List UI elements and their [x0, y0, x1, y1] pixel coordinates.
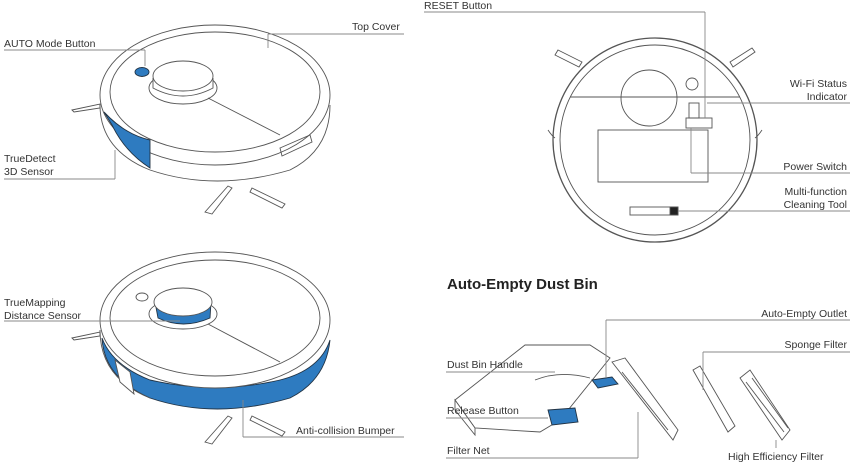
label-auto-mode-button: AUTO Mode Button: [4, 38, 96, 50]
dust-bin-title: Auto-Empty Dust Bin: [447, 276, 598, 293]
label-top-cover: Top Cover: [352, 21, 400, 33]
robot-bottom-illustration: [547, 37, 763, 243]
label-handle: Dust Bin Handle: [447, 359, 523, 371]
label-tool-line1: Multi-function: [784, 186, 847, 198]
label-sponge-filter: Sponge Filter: [784, 339, 847, 351]
label-wifi-line2: Indicator: [806, 91, 847, 103]
label-outlet: Auto-Empty Outlet: [761, 308, 847, 320]
label-bumper: Anti-collision Bumper: [296, 425, 395, 437]
label-power-switch: Power Switch: [783, 161, 847, 173]
label-hepa-filter: High Efficiency Filter: [728, 451, 824, 463]
label-reset-button: RESET Button: [424, 0, 493, 12]
label-truemapping-line2: Distance Sensor: [4, 310, 82, 322]
robot-side-illustration: [71, 251, 331, 445]
robot-top-illustration: [71, 24, 331, 215]
label-truemapping-line1: TrueMapping: [4, 297, 66, 309]
label-filter-net: Filter Net: [447, 445, 490, 457]
label-release-button: Release Button: [447, 405, 519, 417]
dust-bin-illustration: [454, 344, 791, 441]
label-wifi-line1: Wi-Fi Status: [789, 78, 847, 90]
label-tool-line2: Cleaning Tool: [783, 199, 847, 211]
label-truedetect-line2: 3D Sensor: [4, 166, 54, 178]
label-truedetect-line1: TrueDetect: [4, 153, 56, 165]
